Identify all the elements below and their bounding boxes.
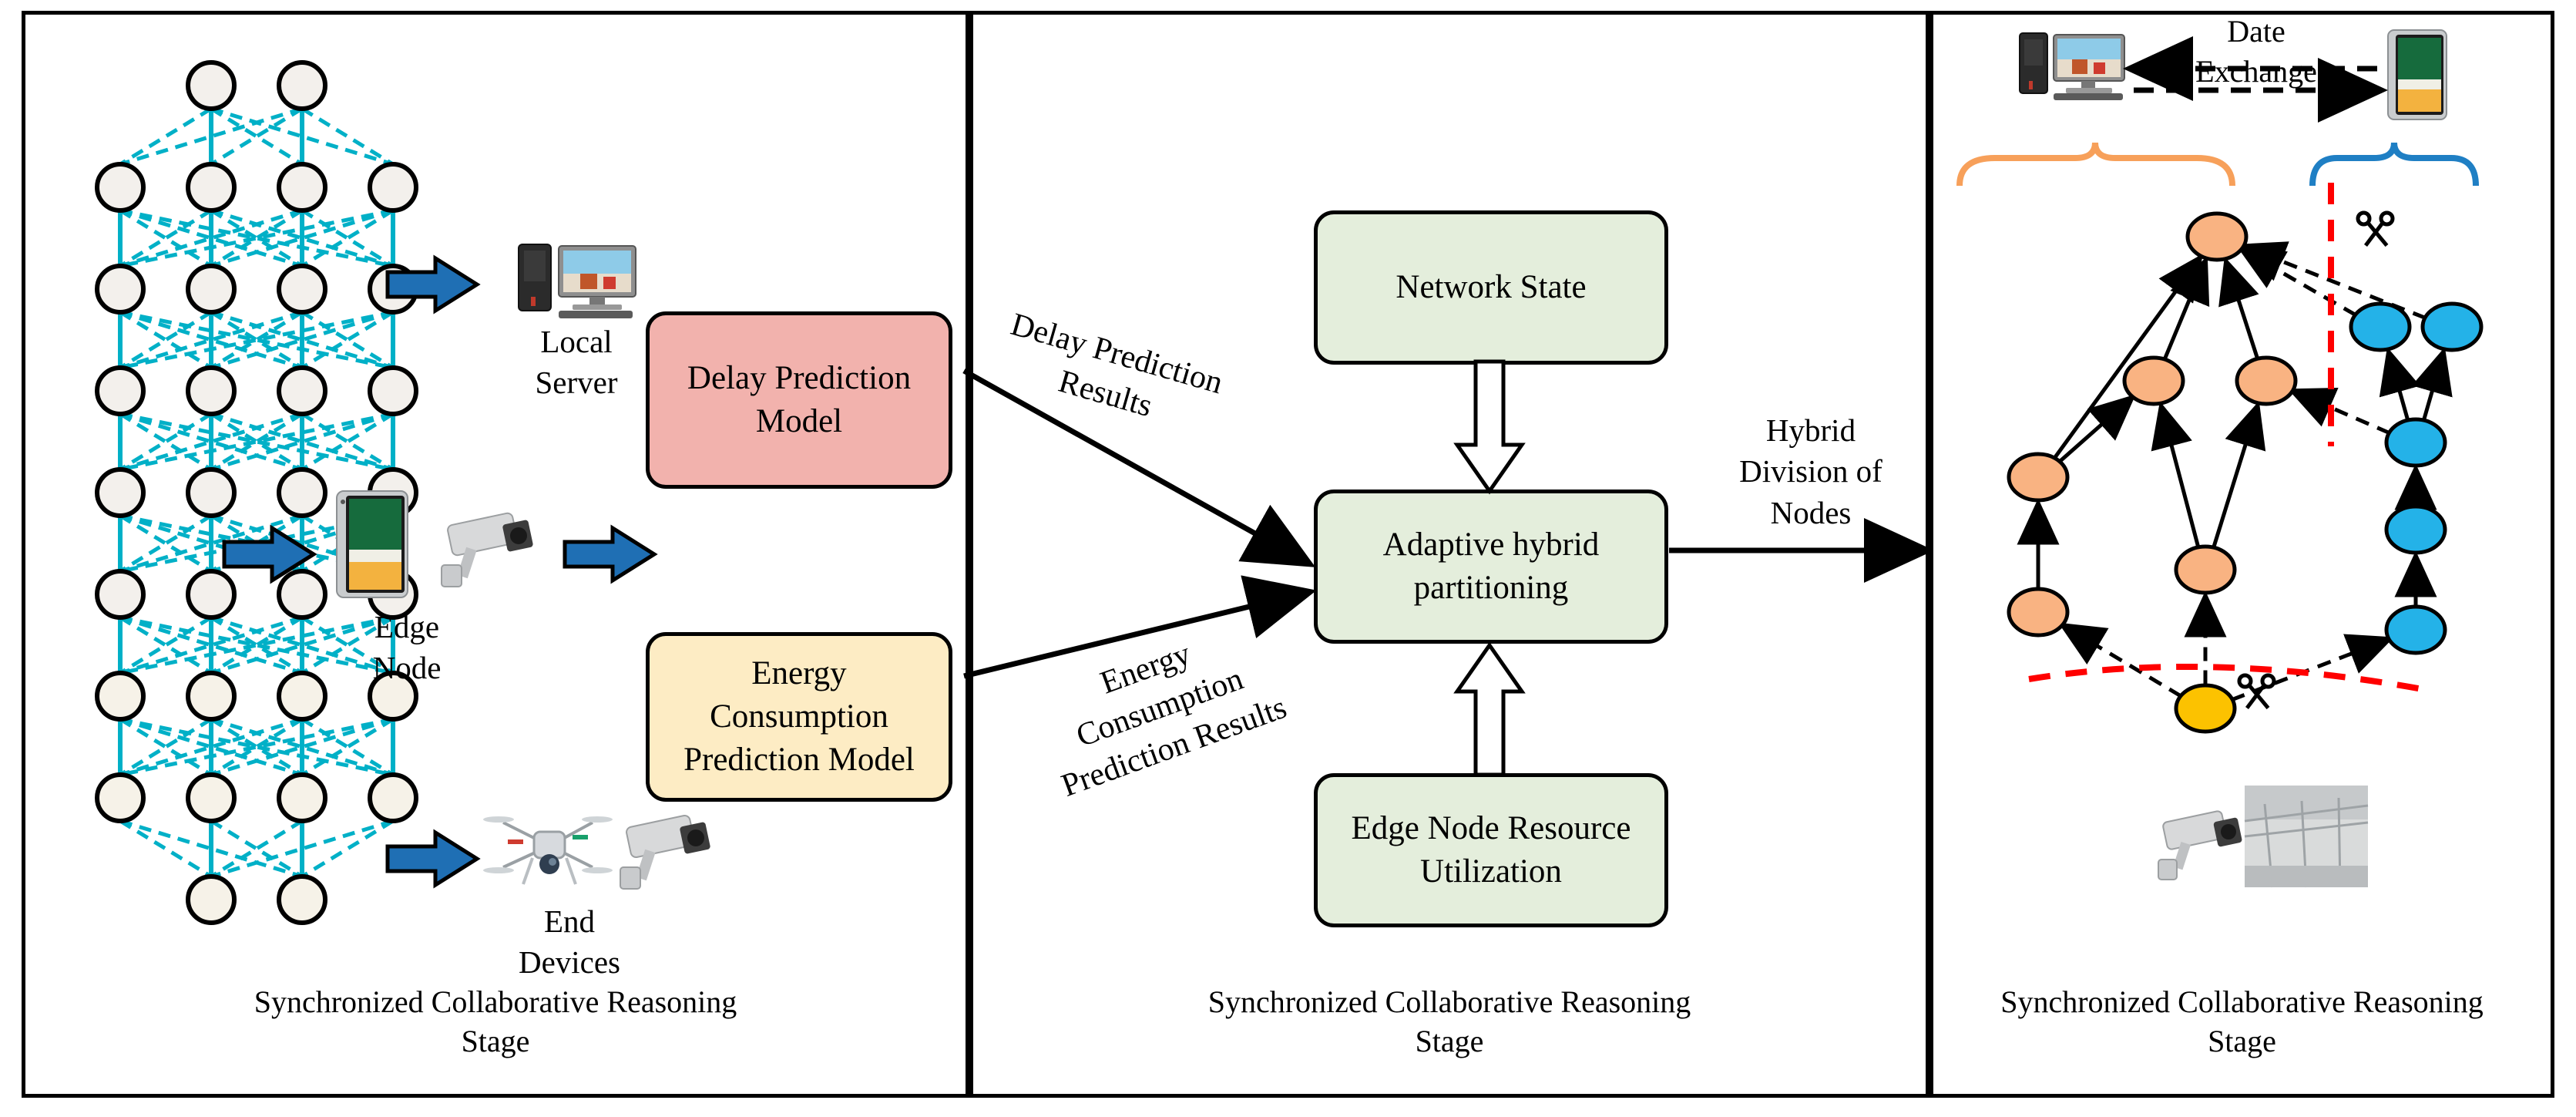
dag-edge (2218, 256, 2259, 358)
dag-graph (2007, 183, 2484, 734)
end-devices-label: End Devices (518, 903, 621, 981)
nn-node (186, 671, 237, 722)
edge-node-resource-utilization-box[interactable]: Edge Node Resource Utilization (1314, 773, 1668, 927)
date-exchange-label: Date Exchange (2195, 14, 2317, 89)
nn-node (95, 569, 146, 620)
dag-edge (2058, 394, 2136, 463)
nn-node (277, 874, 327, 925)
network-state-box[interactable]: Network State (1314, 210, 1668, 365)
hollow-arrow-down-network-state (1453, 359, 1526, 495)
nn-node (186, 874, 237, 925)
nn-node (368, 467, 418, 518)
dag-edge (2053, 254, 2204, 459)
dag-node-orange[interactable] (2185, 211, 2249, 262)
panel-left-caption: Synchronized Collaborative Reasoning Sta… (254, 984, 737, 1059)
dag-node-blue[interactable] (2349, 301, 2412, 352)
nn-node (186, 365, 237, 416)
dag-node-yellow[interactable] (2174, 683, 2237, 734)
dag-edge (2237, 247, 2357, 317)
scissors-icon (2356, 210, 2395, 247)
panel-right-caption: Synchronized Collaborative Reasoning Sta… (2000, 984, 2484, 1059)
nn-node (277, 60, 327, 111)
nn-node (368, 772, 418, 823)
greenhouse-photo-icon (2244, 786, 2369, 888)
nn-node (95, 365, 146, 416)
arrow-to-edge-node (222, 524, 317, 584)
local-server-label: Local Server (535, 324, 618, 401)
nn-node (95, 772, 146, 823)
arrow-to-local-server (385, 254, 481, 315)
dag-edge (2163, 256, 2210, 360)
nn-node (186, 467, 237, 518)
dag-node-orange[interactable] (2122, 355, 2185, 406)
energy-prediction-model-box[interactable]: Energy Consumption Prediction Model (646, 632, 952, 802)
dag-node-blue[interactable] (2384, 604, 2447, 655)
nn-node (277, 467, 327, 518)
dag-node-orange[interactable] (2007, 452, 2070, 503)
hollow-arrow-up-edge-resource (1453, 641, 1526, 777)
nn-node (277, 671, 327, 722)
nn-node (186, 264, 237, 315)
dag-node-blue[interactable] (2420, 301, 2484, 352)
nn-node (368, 264, 418, 315)
dag-edge (2287, 387, 2391, 436)
dag-edge (2212, 401, 2266, 547)
panel-right: Date Exchange (1929, 11, 2554, 1098)
dag-edge (2057, 622, 2183, 698)
delay-prediction-model-box[interactable]: Delay Prediction Model (646, 311, 952, 489)
nn-node (186, 569, 237, 620)
panel-mid-caption: Synchronized Collaborative Reasoning Sta… (1207, 984, 1691, 1059)
dag-edge (2238, 241, 2427, 321)
panel-mid: Network State Adaptive hybrid partitioni… (962, 11, 1929, 1098)
dag-node-blue[interactable] (2384, 504, 2447, 555)
scissors-icon (2237, 673, 2276, 710)
arrow-edge-to-models (563, 524, 658, 584)
cut-line-horizontal (2028, 663, 2427, 693)
nn-node (95, 162, 146, 213)
nn-node (186, 772, 237, 823)
security-camera-icon (620, 815, 710, 890)
security-camera-icon (2158, 810, 2242, 880)
nn-node (277, 569, 327, 620)
dag-edge (2230, 634, 2394, 702)
nn-node (95, 671, 146, 722)
nn-node (277, 365, 327, 416)
dag-node-blue[interactable] (2384, 417, 2447, 468)
nn-node (277, 772, 327, 823)
dag-edge (2379, 347, 2420, 420)
nn-node (368, 162, 418, 213)
panel-left: Local Server Edge No (22, 11, 969, 1098)
desktop-computer-icon (518, 244, 636, 318)
hybrid-division-of-nodes-label: Hybrid Division of Nodes (1739, 412, 1882, 530)
tablet-icon (2387, 29, 2447, 120)
drone-icon (483, 815, 710, 890)
dag-node-orange[interactable] (2174, 544, 2237, 595)
security-camera-icon (441, 512, 533, 587)
dag-node-orange[interactable] (2235, 355, 2298, 406)
date-exchange-group: Date Exchange (1960, 8, 2545, 147)
dag-edge (2151, 401, 2200, 547)
nn-node (277, 162, 327, 213)
neural-network-graphic (95, 60, 418, 925)
desktop-computer-icon (2019, 32, 2125, 100)
dag-edge (2411, 347, 2453, 420)
adaptive-hybrid-partitioning-box[interactable]: Adaptive hybrid partitioning (1314, 490, 1668, 644)
nn-node (186, 162, 237, 213)
nn-node (186, 60, 237, 111)
nn-node (95, 467, 146, 518)
dag-node-orange[interactable] (2007, 587, 2070, 638)
nn-node (368, 365, 418, 416)
arrow-to-end-devices (385, 829, 481, 889)
nn-node (277, 264, 327, 315)
edge-node-label: Edge Node (372, 609, 442, 686)
tablet-icon (336, 490, 533, 598)
nn-node (95, 264, 146, 315)
